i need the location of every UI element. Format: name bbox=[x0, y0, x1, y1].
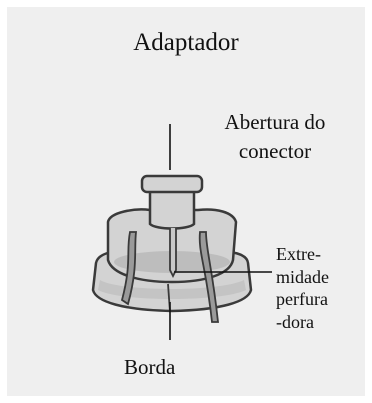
label-piercing-tip-line-4: -dora bbox=[276, 311, 314, 332]
label-connector-opening-line-1: Abertura do bbox=[224, 110, 326, 134]
diagram-title: Adaptador bbox=[133, 29, 239, 56]
adapter-connector-neck bbox=[148, 186, 196, 230]
label-piercing-tip: Extre- midade perfura -dora bbox=[276, 243, 329, 333]
adapter-groove-left bbox=[120, 231, 138, 306]
label-connector-opening-line-2: conector bbox=[238, 139, 312, 163]
label-piercing-tip-line-3: perfura bbox=[276, 289, 328, 310]
label-connector-opening: Abertura do conector bbox=[206, 108, 344, 166]
label-piercing-tip-line-2: midade bbox=[276, 266, 329, 287]
label-piercing-tip-line-1: Extre- bbox=[276, 244, 321, 264]
adapter-connector-cap bbox=[140, 174, 204, 194]
adapter-piercing-spike bbox=[169, 228, 177, 279]
label-rim: Borda bbox=[124, 355, 176, 379]
adapter-groove-right bbox=[198, 231, 220, 323]
